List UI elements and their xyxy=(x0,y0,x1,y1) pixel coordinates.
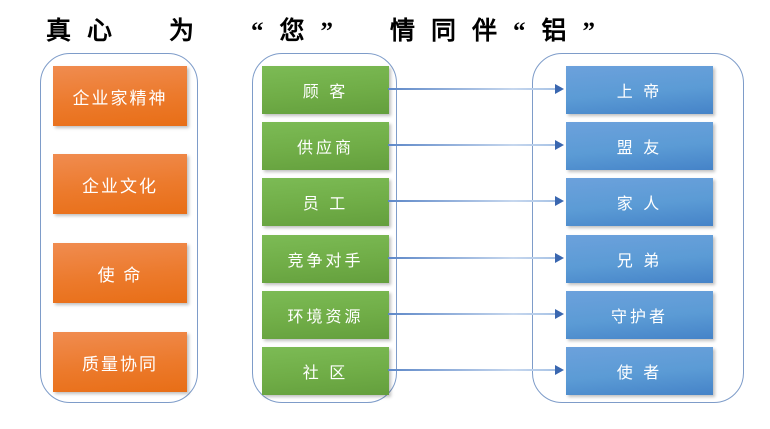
group-roles-container: 上 帝 盟 友 家 人 兄 弟 守护者 使 者 xyxy=(532,53,744,403)
group-culture-container: 企业家精神 企业文化 使 命 质量协同 xyxy=(40,53,198,403)
arrow-supplier-to-ally xyxy=(388,140,564,150)
node-employee: 员 工 xyxy=(262,178,389,226)
node-god: 上 帝 xyxy=(566,66,713,114)
node-community: 社 区 xyxy=(262,347,389,395)
page-title: 真心 为 “您” 情同伴“铝” xyxy=(46,18,612,45)
node-brother: 兄 弟 xyxy=(566,235,713,283)
node-corporate-culture: 企业文化 xyxy=(53,154,187,214)
node-competitor: 竞争对手 xyxy=(262,235,389,283)
arrow-employee-to-family xyxy=(388,196,564,206)
node-quality-synergy: 质量协同 xyxy=(53,332,187,392)
node-supplier: 供应商 xyxy=(262,122,389,170)
arrow-customer-to-god xyxy=(388,84,564,94)
arrow-environment-to-guardian xyxy=(388,309,564,319)
arrow-community-to-messenger xyxy=(388,365,564,375)
node-ally: 盟 友 xyxy=(566,122,713,170)
group-stakeholders-container: 顾 客 供应商 员 工 竞争对手 环境资源 社 区 xyxy=(252,53,397,403)
node-entrepreneur-spirit: 企业家精神 xyxy=(53,66,187,126)
node-family: 家 人 xyxy=(566,178,713,226)
arrow-competitor-to-brother xyxy=(388,253,564,263)
node-environment-resources: 环境资源 xyxy=(262,291,389,339)
node-customer: 顾 客 xyxy=(262,66,389,114)
node-guardian: 守护者 xyxy=(566,291,713,339)
node-messenger: 使 者 xyxy=(566,347,713,395)
node-mission: 使 命 xyxy=(53,243,187,303)
